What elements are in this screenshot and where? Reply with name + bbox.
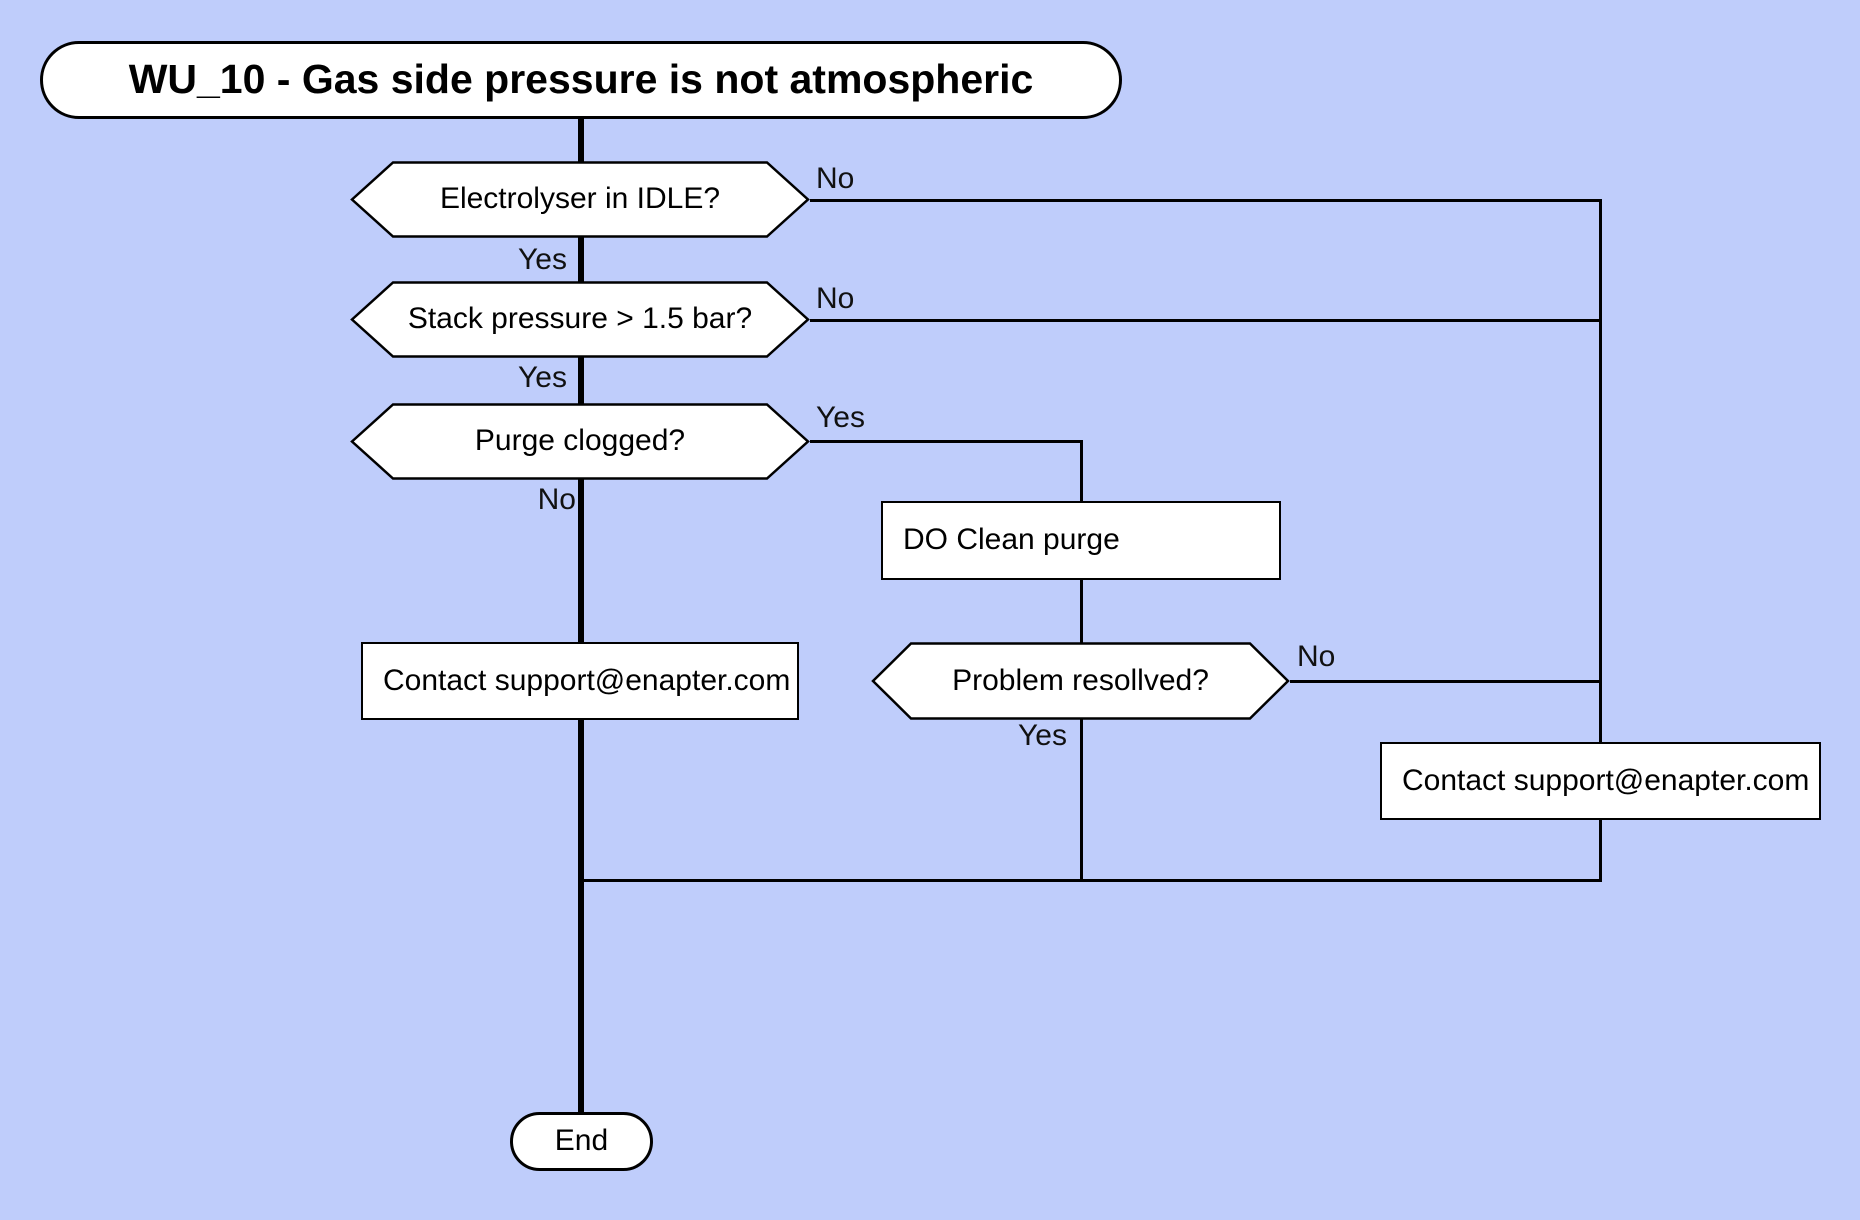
process-contact-support-right: Contact support@enapter.com — [1380, 742, 1821, 820]
decision-purge-clogged: Purge clogged? — [350, 403, 810, 480]
edge-problem-no-horizontal — [1290, 680, 1601, 683]
edge-label-problem-no: No — [1297, 640, 1336, 673]
page-title: WU_10 - Gas side pressure is not atmosph… — [128, 56, 1034, 103]
edge-purge-yes-vertical — [1080, 440, 1083, 502]
edge-purge-yes-horizontal — [810, 440, 1082, 443]
process-contact-support-left: Contact support@enapter.com — [361, 642, 799, 720]
decision-stack-pressure: Stack pressure > 1.5 bar? — [350, 281, 810, 358]
edge-main-spine — [578, 119, 584, 1113]
hexagon-shape — [350, 281, 810, 358]
hexagon-shape — [350, 403, 810, 480]
decision-label: Stack pressure > 1.5 bar? — [407, 302, 753, 336]
hexagon-shape — [871, 642, 1290, 720]
edge-right-vertical — [1599, 199, 1602, 882]
edge-label-stack-pressure-no: No — [816, 282, 855, 315]
process-label: Contact support@enapter.com — [383, 663, 791, 697]
end-label: End — [554, 1124, 609, 1158]
edge-label-purge-yes: Yes — [816, 401, 865, 434]
edge-doclean-to-problem-vertical — [1080, 579, 1083, 644]
decision-problem-resolved: Problem resollved? — [871, 642, 1290, 720]
edge-electrolyser-no-horizontal — [810, 199, 1601, 202]
edge-label-stack-pressure-yes: Yes — [518, 361, 567, 394]
decision-label: Electrolyser in IDLE? — [439, 182, 721, 216]
process-do-clean-purge: DO Clean purge — [881, 501, 1281, 580]
title-node: WU_10 - Gas side pressure is not atmosph… — [40, 41, 1122, 119]
edge-label-electrolyser-no: No — [816, 162, 855, 195]
process-label: Contact support@enapter.com — [1402, 763, 1810, 797]
decision-label: Problem resollved? — [952, 663, 1209, 697]
decision-label: Purge clogged? — [474, 424, 686, 458]
process-label: DO Clean purge — [903, 523, 1120, 557]
decision-electrolyser-idle: Electrolyser in IDLE? — [350, 161, 810, 238]
end-node: End — [510, 1112, 653, 1171]
edge-stack-pressure-no-horizontal — [810, 319, 1601, 322]
edge-label-electrolyser-yes: Yes — [518, 243, 567, 276]
edge-label-problem-yes: Yes — [1018, 719, 1067, 752]
edge-label-purge-no: No — [537, 483, 576, 516]
edge-bottom-connector — [578, 879, 1602, 882]
hexagon-shape — [350, 161, 810, 238]
edge-problem-yes-vertical — [1080, 719, 1083, 882]
